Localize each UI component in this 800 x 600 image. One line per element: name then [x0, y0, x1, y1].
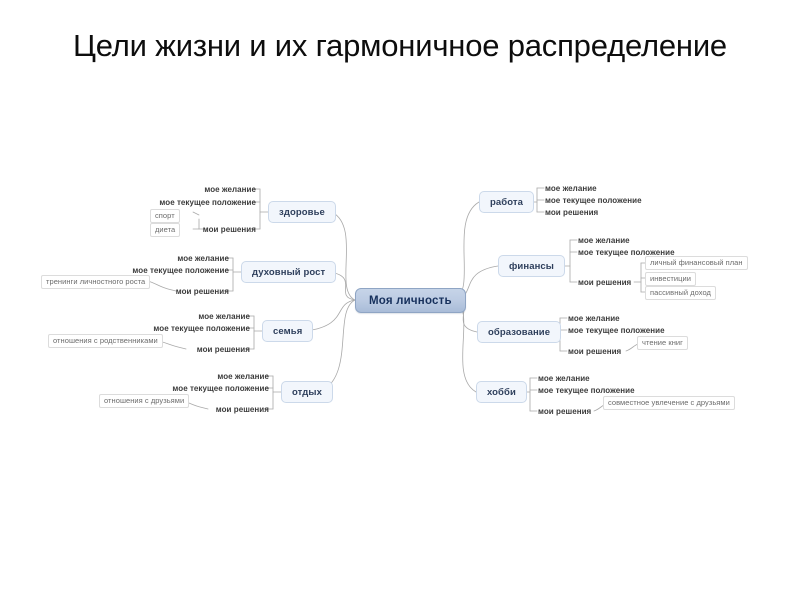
- subitem-label: мое желание: [217, 372, 269, 381]
- subitem-label: мои решения: [215, 405, 269, 414]
- branch-label-duhovny-rost: духовный рост: [252, 266, 326, 278]
- leaf-label: тренинги личностного роста: [46, 277, 146, 286]
- subitem-label: мое текущее положение: [545, 196, 642, 205]
- branch-node-finansy[interactable]: финансы: [498, 255, 566, 277]
- subitem-label: мое желание: [578, 236, 630, 245]
- leaf-label: личный финансовый план: [650, 258, 743, 267]
- subitem-zdorovie-2[interactable]: мои решения: [110, 224, 256, 235]
- subitem-label: мое желание: [538, 374, 590, 383]
- branch-node-otdyh[interactable]: отдых: [281, 381, 334, 403]
- branch-label-otdyh: отдых: [292, 386, 323, 398]
- branch-label-obrazovanie: образование: [488, 326, 551, 338]
- mindmap-root-label: Моя личность: [369, 294, 452, 307]
- subitem-otdyh-1[interactable]: мое текущее положение: [123, 383, 269, 394]
- subitem-rabota-0[interactable]: мое желание: [545, 183, 597, 194]
- subitem-finansy-2[interactable]: мои решения: [578, 277, 631, 288]
- branch-node-rabota[interactable]: работа: [479, 191, 535, 213]
- subitem-label: мои решения: [175, 287, 229, 296]
- subitem-otdyh-0[interactable]: мое желание: [123, 371, 269, 382]
- branch-label-semya: семья: [273, 325, 303, 337]
- branch-label-hobbi: хобби: [487, 386, 516, 398]
- mindmap-root-node[interactable]: Моя личность: [355, 288, 466, 313]
- subitem-label: мое текущее положение: [578, 248, 675, 257]
- subitem-label: мои решения: [538, 407, 592, 416]
- subitem-label: мое текущее положение: [153, 324, 250, 333]
- leaf-zdorovie-dieta[interactable]: диета: [150, 223, 181, 237]
- subitem-semya-1[interactable]: мое текущее положение: [104, 323, 250, 334]
- leaf-label: диета: [155, 225, 176, 234]
- leaf-label: отношения с друзьями: [104, 396, 185, 405]
- subitem-hobbi-1[interactable]: мое текущее положение: [538, 385, 635, 396]
- subitem-label: мое текущее положение: [568, 326, 665, 335]
- leaf-zdorovie-sport[interactable]: спорт: [150, 209, 180, 223]
- leaf-finansy-plan[interactable]: личный финансовый план: [645, 256, 748, 270]
- leaf-semya-rodstvenniki[interactable]: отношения с родственниками: [48, 334, 163, 348]
- page-title: Цели жизни и их гармоничное распределени…: [73, 28, 727, 63]
- subitem-obrazovanie-2[interactable]: мои решения: [568, 346, 621, 357]
- subitem-rabota-2[interactable]: мои решения: [545, 207, 598, 218]
- leaf-hobbi-sovmestnoe-uvlechenie[interactable]: совместное увлечение с друзьями: [603, 396, 735, 410]
- leaf-label: чтение книг: [642, 338, 683, 347]
- subitem-label: мои решения: [196, 345, 250, 354]
- subitem-finansy-1[interactable]: мое текущее положение: [578, 247, 675, 258]
- leaf-finansy-passivny-dohod[interactable]: пассивный доход: [645, 286, 716, 300]
- branch-label-finansy: финансы: [509, 260, 555, 272]
- branch-label-rabota: работа: [490, 196, 524, 208]
- subitem-label: мое текущее положение: [132, 266, 229, 275]
- subitem-label: мои решения: [545, 208, 599, 217]
- subitem-zdorovie-1[interactable]: мое текущее положение: [110, 197, 256, 208]
- leaf-label: пассивный доход: [650, 288, 711, 297]
- subitem-label: мое текущее положение: [538, 386, 635, 395]
- subitem-label: мои решения: [578, 278, 632, 287]
- leaf-label: инвестиции: [650, 274, 691, 283]
- subitem-semya-2[interactable]: мои решения: [104, 344, 250, 355]
- subitem-hobbi-2[interactable]: мои решения: [538, 406, 591, 417]
- subitem-label: мое желание: [177, 254, 229, 263]
- leaf-duhovny-rost-treningi[interactable]: тренинги личностного роста: [41, 275, 151, 289]
- subitem-duhovny-rost-2[interactable]: мои решения: [85, 286, 229, 297]
- branch-node-hobbi[interactable]: хобби: [476, 381, 527, 403]
- subitem-semya-0[interactable]: мое желание: [104, 311, 250, 322]
- leaf-obrazovanie-chtenie-knig[interactable]: чтение книг: [637, 336, 688, 350]
- leaf-label: совместное увлечение с друзьями: [608, 398, 730, 407]
- subitem-finansy-0[interactable]: мое желание: [578, 235, 630, 246]
- leaf-otdyh-druzya[interactable]: отношения с друзьями: [99, 394, 190, 408]
- branch-node-duhovny-rost[interactable]: духовный рост: [241, 261, 337, 283]
- branch-node-semya[interactable]: семья: [262, 320, 314, 342]
- leaf-finansy-investicii[interactable]: инвестиции: [645, 272, 696, 286]
- subitem-label: мое желание: [545, 184, 597, 193]
- subitem-label: мое текущее положение: [172, 384, 269, 393]
- subitem-hobbi-0[interactable]: мое желание: [538, 373, 590, 384]
- branch-node-obrazovanie[interactable]: образование: [477, 321, 562, 343]
- branch-label-zdorovie: здоровье: [279, 206, 325, 218]
- subitem-otdyh-2[interactable]: мои решения: [123, 404, 269, 415]
- subitem-label: мое желание: [568, 314, 620, 323]
- subitem-obrazovanie-0[interactable]: мое желание: [568, 313, 620, 324]
- leaf-label: отношения с родственниками: [53, 336, 158, 345]
- subitem-rabota-1[interactable]: мое текущее положение: [545, 195, 642, 206]
- subitem-label: мои решения: [202, 225, 256, 234]
- subitem-duhovny-rost-0[interactable]: мое желание: [85, 253, 229, 264]
- subitem-label: мое желание: [198, 312, 250, 321]
- branch-node-zdorovie[interactable]: здоровье: [268, 201, 336, 223]
- subitem-zdorovie-0[interactable]: мое желание: [110, 184, 256, 195]
- subitem-label: мое текущее положение: [159, 198, 256, 207]
- subitem-duhovny-rost-1[interactable]: мое текущее положение: [85, 265, 229, 276]
- subitem-label: мое желание: [204, 185, 256, 194]
- subitem-label: мои решения: [568, 347, 622, 356]
- leaf-label: спорт: [155, 211, 175, 220]
- subitem-obrazovanie-1[interactable]: мое текущее положение: [568, 325, 665, 336]
